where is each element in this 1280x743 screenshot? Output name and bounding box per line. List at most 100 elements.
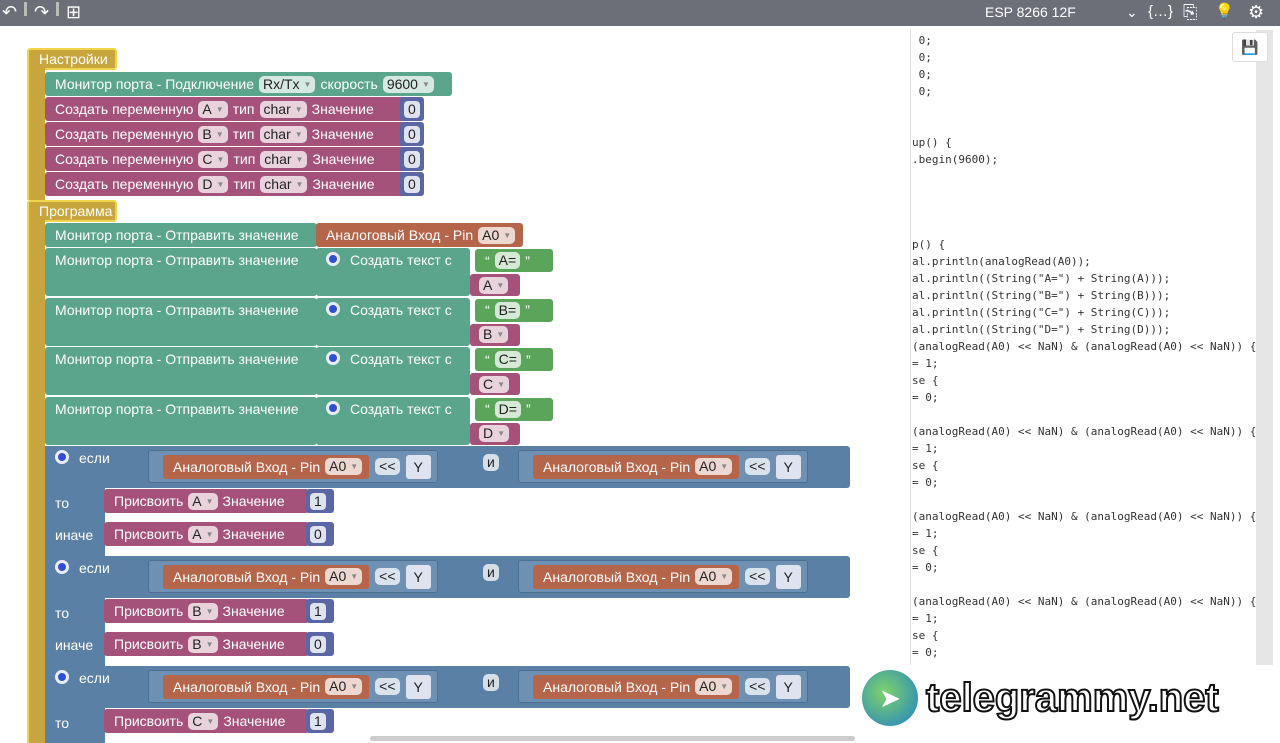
code-line: up() {: [912, 136, 952, 149]
variable-name-select[interactable]: C▼: [198, 150, 229, 168]
code-line: = 1;: [912, 527, 939, 540]
code-line: (analogRead(A0) << NaN) & (analogRead(A0…: [912, 595, 1256, 608]
grid-icon[interactable]: ⊞: [66, 2, 82, 22]
type-select[interactable]: char▼: [260, 175, 308, 193]
variable-select[interactable]: B▼: [188, 635, 218, 653]
variable-select[interactable]: A▼: [479, 276, 509, 294]
pin-select[interactable]: A0▼: [695, 678, 733, 695]
gear-icon[interactable]: [55, 560, 69, 574]
variable-select[interactable]: A▼: [188, 492, 218, 510]
type-select[interactable]: char▼: [259, 125, 307, 143]
variable-select[interactable]: C▼: [479, 375, 510, 393]
pin-select-value: A0: [699, 458, 717, 474]
and-select[interactable]: и: [483, 674, 499, 691]
type-select[interactable]: char▼: [259, 100, 307, 118]
operator-value: <<: [379, 458, 396, 474]
program-hat-block: Программа: [27, 200, 117, 222]
and-select[interactable]: и: [483, 564, 499, 581]
port-select[interactable]: Rx/Tx▼: [258, 75, 316, 93]
and-select[interactable]: и: [483, 454, 499, 471]
bulb-icon[interactable]: 💡: [1215, 3, 1234, 20]
text-block: “C=”: [475, 348, 553, 371]
operator-select[interactable]: <<: [745, 678, 770, 695]
variable-select[interactable]: B▼: [188, 602, 218, 620]
board-select[interactable]: ESP 8266 12F: [985, 4, 1076, 20]
pin-select[interactable]: A0▼: [325, 458, 363, 475]
gear-icon[interactable]: [55, 450, 69, 464]
number-field[interactable]: 1: [310, 602, 326, 620]
gear-icon[interactable]: [326, 400, 340, 415]
chevron-down-icon[interactable]: ⌄: [1126, 4, 1138, 20]
y-block: Y: [405, 564, 431, 589]
code-line: al.println(analogRead(A0));: [912, 255, 1091, 268]
number-block: 0: [400, 122, 424, 146]
then-label: то: [55, 605, 70, 621]
code-line: 0;: [912, 85, 932, 98]
code-scrollbar[interactable]: [1256, 30, 1273, 665]
type-select[interactable]: char▼: [260, 150, 308, 168]
value-label: Значение: [312, 176, 375, 192]
dropdown-arrow-icon: ▼: [421, 79, 430, 89]
code-line: = 0;: [912, 561, 939, 574]
create-variable-label: Создать переменную: [55, 151, 194, 167]
code-icon[interactable]: {…}: [1148, 3, 1174, 20]
pin-select[interactable]: A0▼: [325, 568, 363, 585]
variable-select[interactable]: C▼: [188, 712, 219, 730]
serial-send-block: Монитор порта - Отправить значение: [45, 223, 317, 247]
speed-select[interactable]: 9600▼: [382, 75, 434, 93]
gear-icon[interactable]: ⚙: [1248, 2, 1265, 22]
operator-select[interactable]: <<: [375, 458, 400, 475]
create-text-block: Создать текст с: [316, 248, 470, 296]
pin-select[interactable]: A0▼: [695, 568, 733, 585]
operator-select[interactable]: <<: [745, 458, 770, 475]
variable-select[interactable]: B▼: [479, 326, 509, 343]
code-line: se {: [912, 629, 939, 642]
y-value: Y: [413, 678, 423, 695]
variable-name-select[interactable]: D▼: [198, 175, 229, 193]
gear-icon[interactable]: [326, 351, 340, 365]
analog-read-label: Аналоговый Вход - Pin: [173, 458, 321, 475]
save-button[interactable]: 💾: [1232, 32, 1268, 62]
pin-select[interactable]: A0▼: [695, 458, 733, 475]
text-field[interactable]: D=: [494, 400, 521, 418]
pin-select[interactable]: A0▼: [478, 226, 516, 244]
variable-select[interactable]: D▼: [479, 425, 510, 442]
undo-icon[interactable]: ↶: [2, 2, 18, 22]
pin-select[interactable]: A0▼: [325, 678, 363, 695]
number-field[interactable]: 0: [404, 175, 420, 193]
number-field[interactable]: 0: [404, 100, 420, 118]
number-field[interactable]: 0: [404, 150, 420, 168]
workspace-scrollbar[interactable]: [370, 736, 855, 741]
text-field[interactable]: C=: [494, 351, 521, 368]
and-value: и: [487, 674, 495, 690]
watermark: ➤ telegrammy.net: [862, 670, 1220, 726]
serial-send-block: Монитор порта - Отправить значение: [45, 347, 317, 395]
gear-icon[interactable]: [55, 670, 69, 684]
operator-select[interactable]: <<: [745, 568, 770, 585]
then-label: то: [55, 715, 70, 731]
redo-icon[interactable]: ↷: [34, 2, 50, 22]
copy-icon[interactable]: ⎘: [1183, 2, 1198, 22]
variable-name-select[interactable]: A▼: [198, 100, 228, 118]
gear-icon[interactable]: [326, 252, 340, 266]
gear-icon[interactable]: [326, 301, 340, 316]
text-field[interactable]: B=: [494, 301, 521, 319]
number-field[interactable]: 0: [404, 125, 420, 143]
number-field[interactable]: 0: [310, 635, 326, 653]
number-field[interactable]: 1: [310, 712, 326, 730]
operator-select[interactable]: <<: [375, 568, 400, 585]
number-field[interactable]: 0: [310, 525, 326, 543]
watermark-text: telegrammy.net: [925, 675, 1220, 721]
variable-name-select[interactable]: B▼: [198, 125, 228, 143]
variable-select[interactable]: A▼: [188, 525, 218, 543]
text-field[interactable]: A=: [494, 252, 521, 269]
number-field[interactable]: 1: [310, 492, 326, 510]
program-title: Программа: [39, 203, 113, 219]
value-label: Значение: [312, 151, 375, 167]
operator-select[interactable]: <<: [375, 678, 400, 695]
